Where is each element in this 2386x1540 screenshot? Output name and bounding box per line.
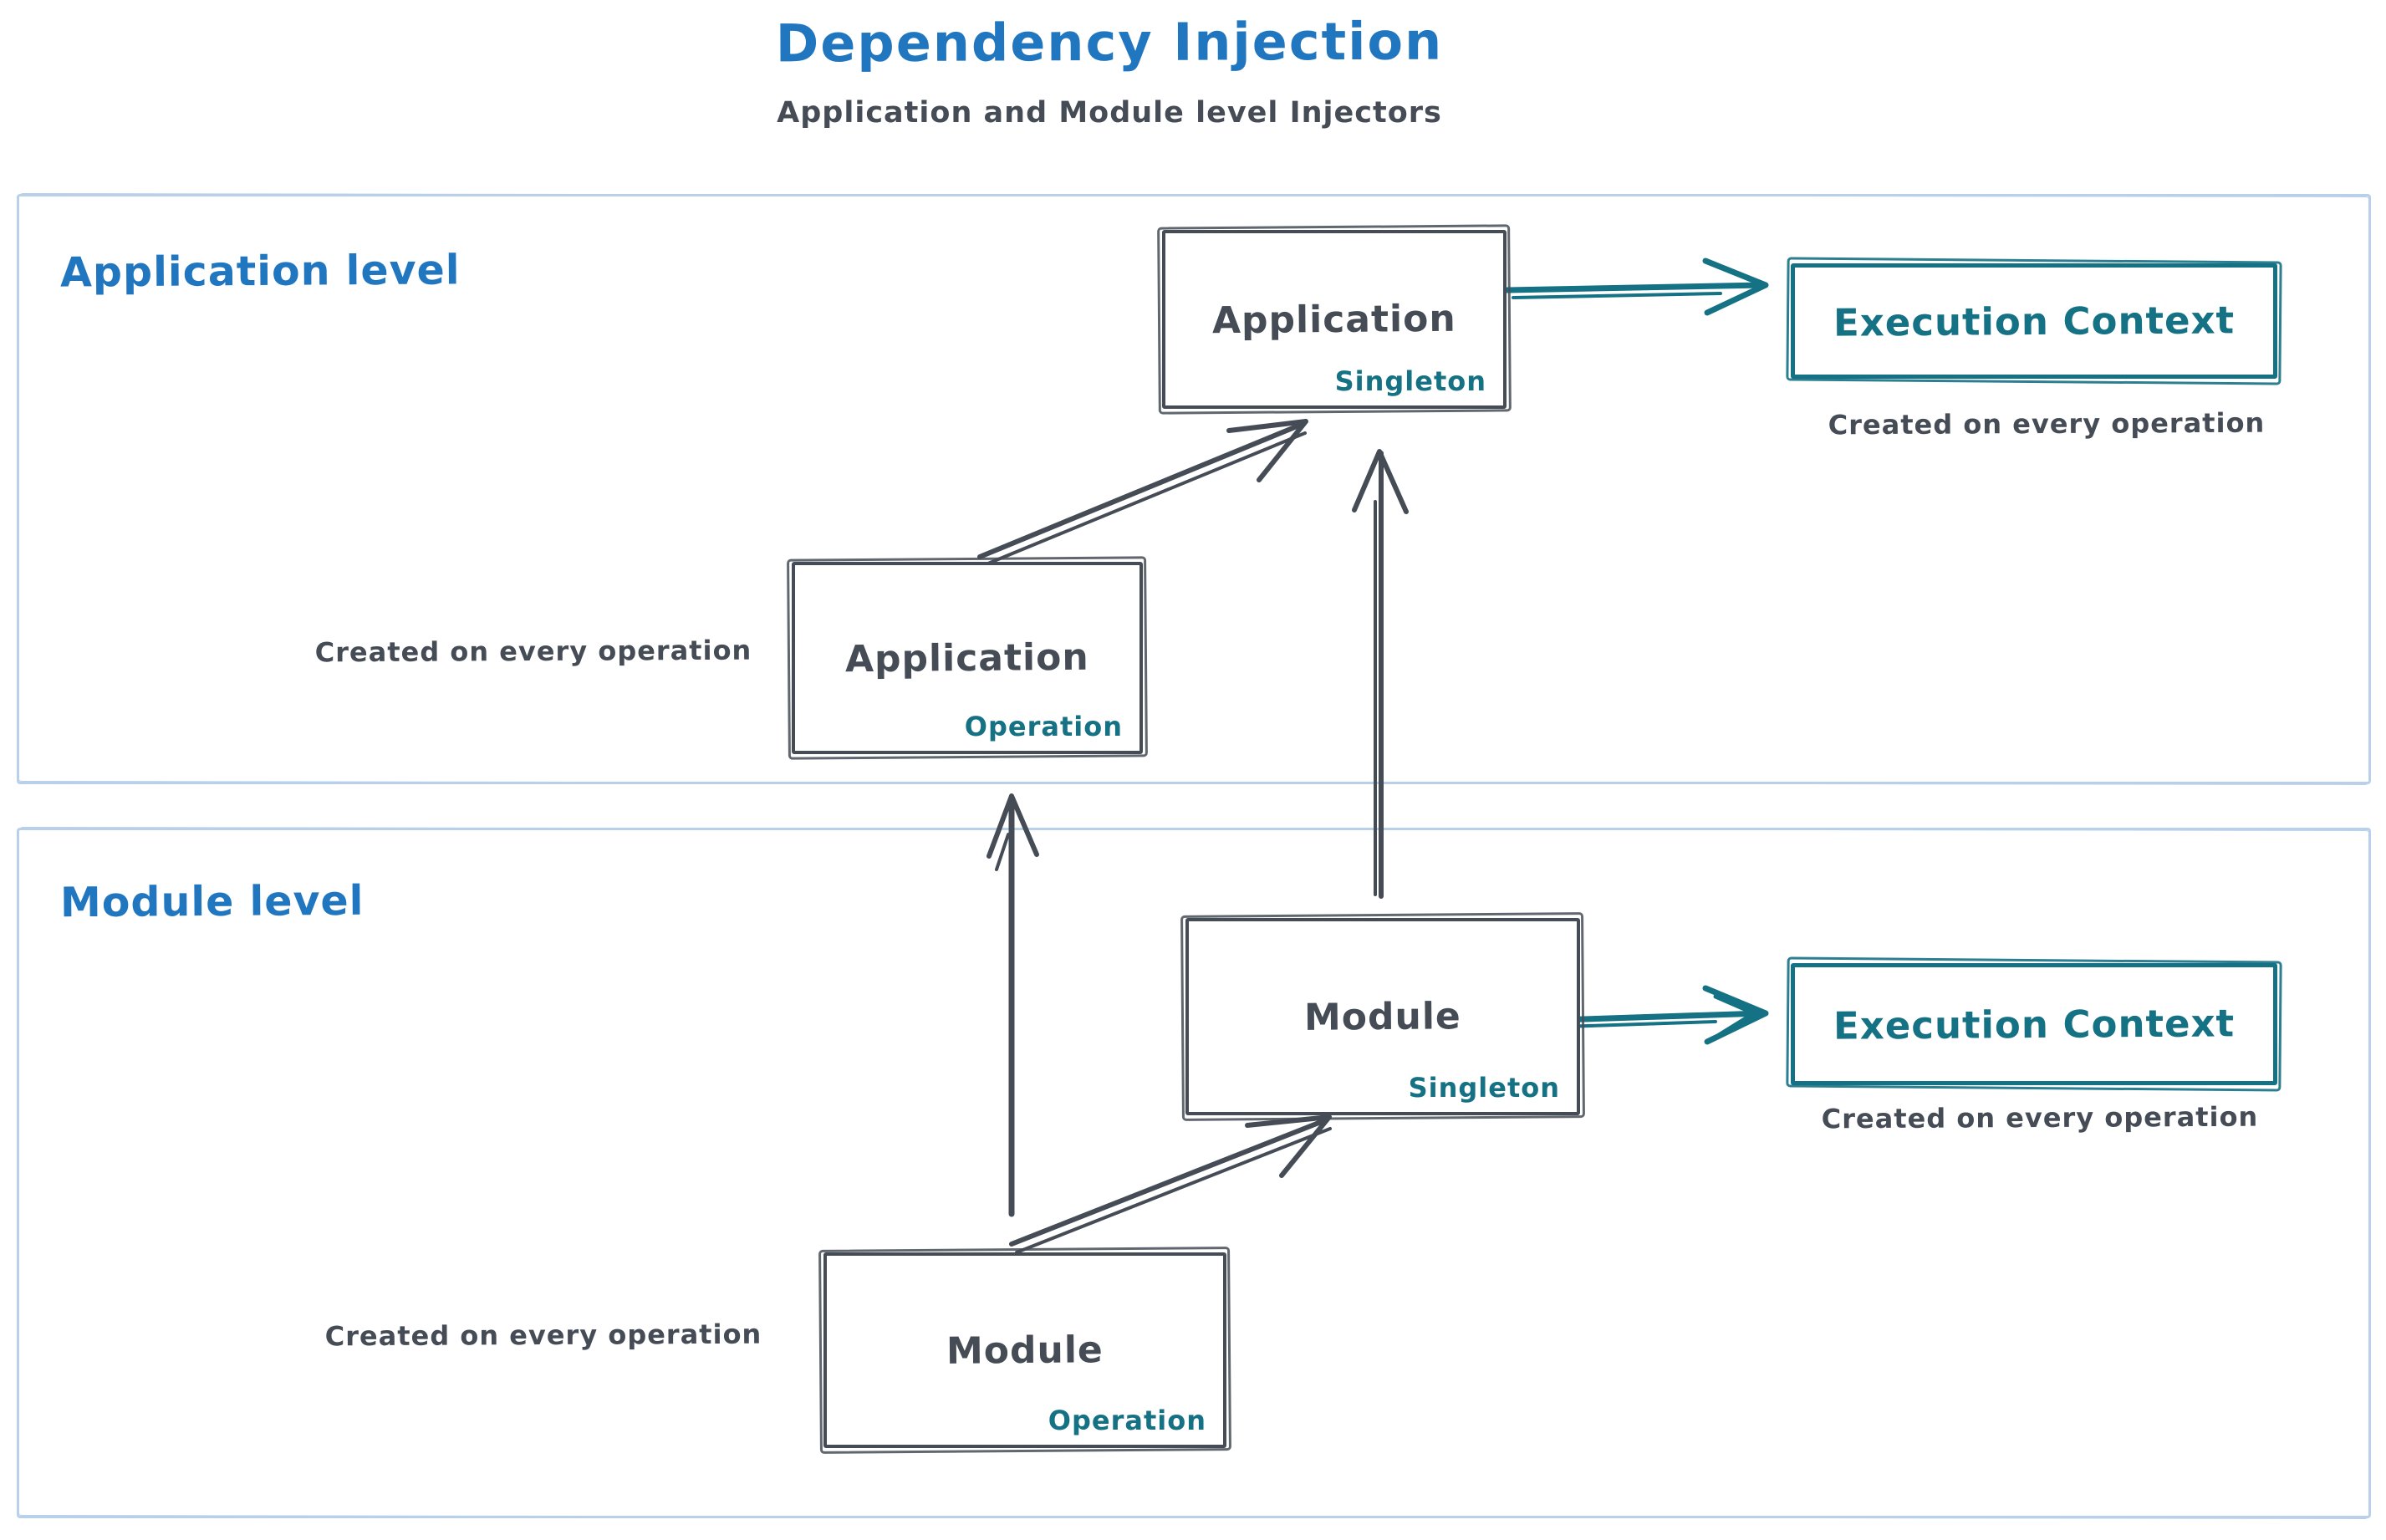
node-application-operation: Application Operation	[792, 562, 1143, 754]
caption-created-on-every-operation: Created on every operation	[324, 1318, 762, 1353]
singleton-badge: Singleton	[1334, 365, 1486, 397]
page-subtitle: Application and Module level Injectors	[777, 96, 1442, 130]
module-level-label: Module level	[59, 876, 365, 927]
node-title: Module	[946, 1328, 1104, 1373]
node-title: Execution Context	[1833, 1000, 2236, 1048]
operation-badge: Operation	[1048, 1405, 1206, 1436]
caption-created-on-every-operation: Created on every operation	[1821, 1100, 2259, 1135]
node-application-singleton: Application Singleton	[1162, 230, 1507, 409]
operation-badge: Operation	[964, 711, 1123, 742]
node-module-operation: Module Operation	[823, 1252, 1226, 1448]
node-module-singleton: Module Singleton	[1185, 918, 1580, 1115]
caption-created-on-every-operation: Created on every operation	[1828, 406, 2266, 441]
node-execution-context-module: Execution Context	[1791, 963, 2277, 1085]
caption-created-on-every-operation: Created on every operation	[314, 634, 752, 669]
node-execution-context-application: Execution Context	[1791, 263, 2277, 379]
node-title: Application	[844, 635, 1090, 681]
application-level-label: Application level	[59, 246, 461, 297]
node-title: Module	[1303, 994, 1462, 1039]
node-title: Application	[1211, 297, 1457, 342]
page-title: Dependency Injection	[775, 10, 1444, 74]
node-title: Execution Context	[1833, 297, 2236, 345]
singleton-badge: Singleton	[1408, 1072, 1560, 1104]
diagram-header: Dependency Injection Application and Mod…	[775, 10, 1444, 130]
